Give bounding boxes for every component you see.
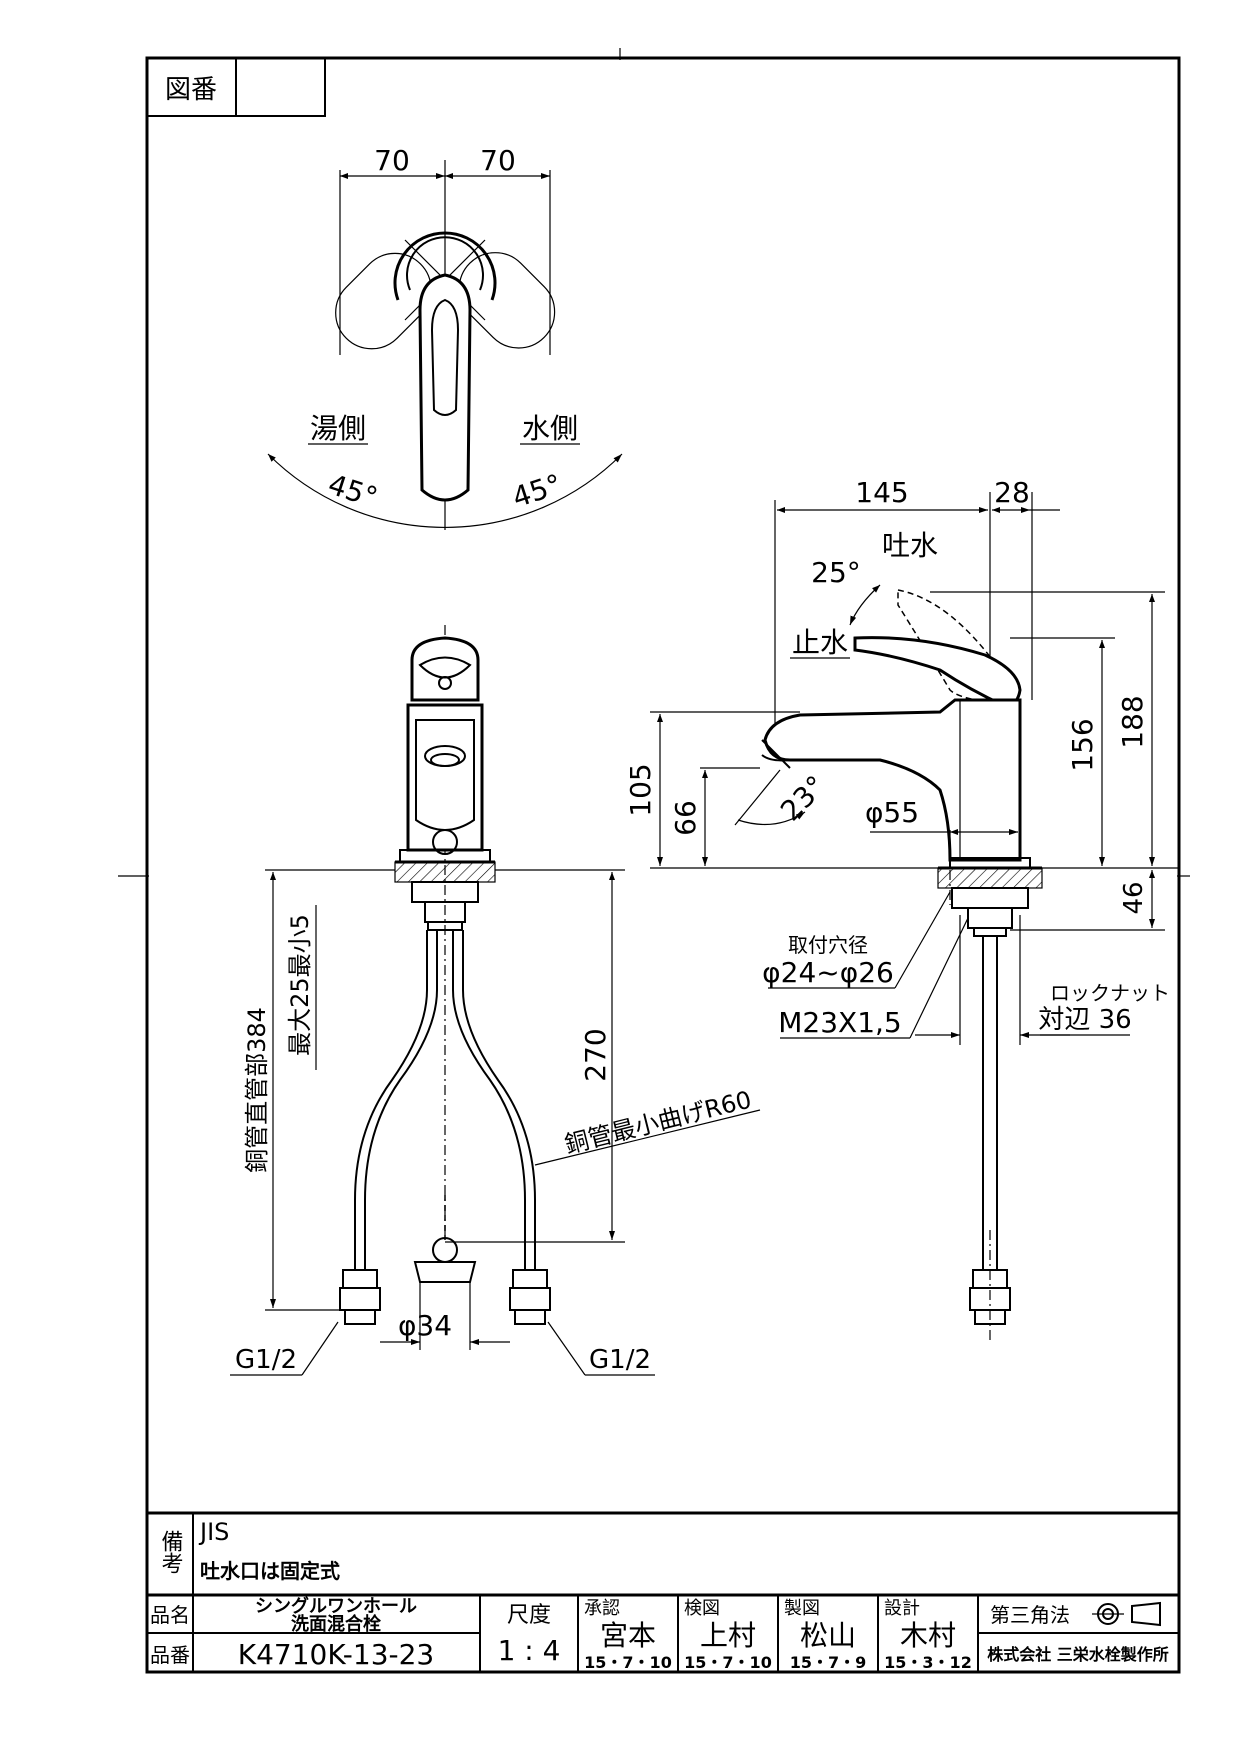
check-label: 検図 (684, 1598, 720, 1619)
copper-straight-label: 銅管直管部384 (243, 1007, 271, 1173)
part-number: K4710K-13-23 (238, 1638, 435, 1671)
dim-188: 188 (1116, 695, 1149, 748)
design-label: 設計 (884, 1598, 920, 1619)
title-block: 品名 シングルワンホール 洗面混合栓 品番 K4710K-13-23 尺度 1 … (147, 1593, 1179, 1672)
draw-name: 松山 (800, 1619, 856, 1652)
approve-label: 承認 (584, 1598, 620, 1619)
thread-label: M23X1,5 (778, 1006, 902, 1039)
dim-66: 66 (669, 800, 702, 836)
spout-label: 吐水 (882, 529, 938, 562)
dim-105: 105 (624, 763, 657, 816)
draw-date: 15・7・9 (790, 1653, 867, 1672)
design-date: 15・3・12 (884, 1653, 972, 1672)
mount-hole-value: φ24~φ26 (762, 956, 894, 989)
scale-value: 1 : 4 (498, 1634, 561, 1667)
notes-line-2: 吐水口は固定式 (200, 1559, 340, 1583)
dim-70-right: 70 (480, 144, 516, 177)
company-name: 株式会社 三栄水栓製作所 (987, 1645, 1169, 1664)
notes-label: 備考 (158, 1530, 184, 1574)
sheet-border (145, 56, 1181, 1674)
drawing-no-label: 図番 (165, 75, 217, 105)
approve-date: 15・7・10 (584, 1653, 672, 1672)
hot-side-label: 湯側 (310, 412, 366, 445)
locknut-value: 対辺 36 (1038, 1005, 1131, 1035)
bend-radius-label: 銅管最小曲げR60 (562, 1086, 754, 1159)
dim-phi34: φ34 (398, 1309, 452, 1342)
name-value-1: シングルワンホール (255, 1595, 417, 1617)
dim-28: 28 (994, 476, 1030, 509)
side-view: 145 28 吐水 25° 止水 (624, 476, 1180, 1340)
drawing-number-box: 図番 (146, 57, 326, 117)
notes-block: 備考 JIS 吐水口は固定式 (147, 1511, 1179, 1672)
max-min-label: 最大25最小5 (286, 914, 314, 1056)
locknut-title: ロックナット (1050, 981, 1170, 1005)
stop-label: 止水 (792, 626, 848, 659)
front-view: φ34 銅管直管部384 最大25最小5 270 銅管最小曲げR60 G1/2 … (230, 625, 761, 1376)
g-half-left: G1/2 (235, 1345, 297, 1375)
name-label: 品名 (150, 1603, 190, 1627)
angle-25: 25° (811, 556, 861, 589)
dim-270: 270 (579, 1028, 612, 1081)
mount-hole-title: 取付穴径 (788, 933, 868, 957)
check-name: 上村 (700, 1619, 756, 1652)
g-half-right: G1/2 (589, 1345, 651, 1375)
dim-156: 156 (1066, 718, 1099, 771)
design-name: 木村 (900, 1619, 956, 1652)
dim-70-left: 70 (374, 144, 410, 177)
angle-45-right: 45° (508, 468, 565, 515)
draw-label: 製図 (784, 1598, 820, 1619)
check-date: 15・7・10 (684, 1653, 772, 1672)
dim-46: 46 (1119, 881, 1149, 914)
cold-side-label: 水側 (522, 412, 578, 445)
part-label: 品番 (150, 1643, 190, 1667)
angle-45-left: 45° (324, 468, 381, 515)
third-angle-projection-icon (1092, 1601, 1161, 1627)
dim-145: 145 (855, 476, 908, 509)
scale-label: 尺度 (507, 1603, 551, 1628)
name-value-2: 洗面混合栓 (291, 1613, 381, 1635)
angle-23: 23° (774, 769, 832, 827)
approve-name: 宮本 (600, 1619, 656, 1652)
notes-line-1: JIS (198, 1518, 229, 1546)
projection-label: 第三角法 (990, 1603, 1070, 1627)
top-view: 70 70 湯側 水側 45° 45° (267, 144, 623, 530)
dim-phi55: φ55 (865, 796, 919, 829)
